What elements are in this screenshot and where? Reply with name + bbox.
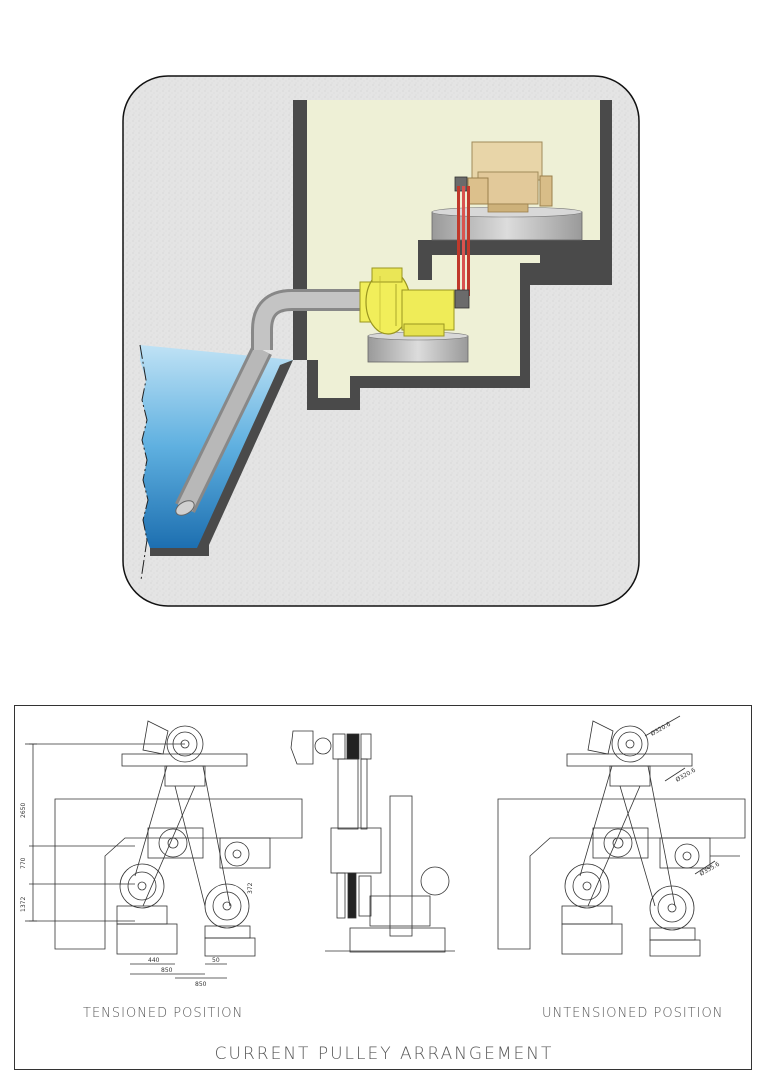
pulley-drawing-panel: 2650 770 1372 372 440 850 50 850 Ø320.6 …: [14, 705, 752, 1070]
dim-850b: 850: [195, 981, 207, 988]
drive-belts: [457, 186, 470, 296]
water-edge-line: [139, 344, 149, 581]
untensioned-view: [497, 715, 746, 957]
dim-2650: 2650: [20, 803, 27, 818]
pump-station-illustration: [122, 75, 640, 607]
dim-372: 372: [247, 882, 254, 894]
pump-pulley: [454, 289, 470, 309]
slurry-pump: [359, 267, 455, 337]
dim-320b: Ø320.6: [675, 767, 698, 784]
dim-440: 440: [148, 957, 160, 964]
electric-motor: [454, 141, 553, 213]
dim-320a: Ø320.6: [650, 721, 673, 738]
tensioned-view: [25, 720, 303, 979]
dim-1372: 1372: [20, 897, 27, 912]
pump-base: [367, 335, 469, 363]
tensioned-position-label: TENSIONED POSITION: [83, 1006, 244, 1021]
dim-770: 770: [20, 857, 27, 869]
side-view: [290, 730, 455, 953]
pulley-technical-drawing: 2650 770 1372 372 440 850 50 850 Ø320.6 …: [20, 715, 746, 988]
dim-50: 50: [212, 957, 220, 964]
drawing-title: CURRENT PULLEY ARRANGEMENT: [214, 1044, 554, 1064]
dim-850: 850: [161, 967, 173, 974]
suction-pipe: [175, 289, 360, 516]
untensioned-position-label: UNTENSIONED POSITION: [542, 1006, 724, 1021]
